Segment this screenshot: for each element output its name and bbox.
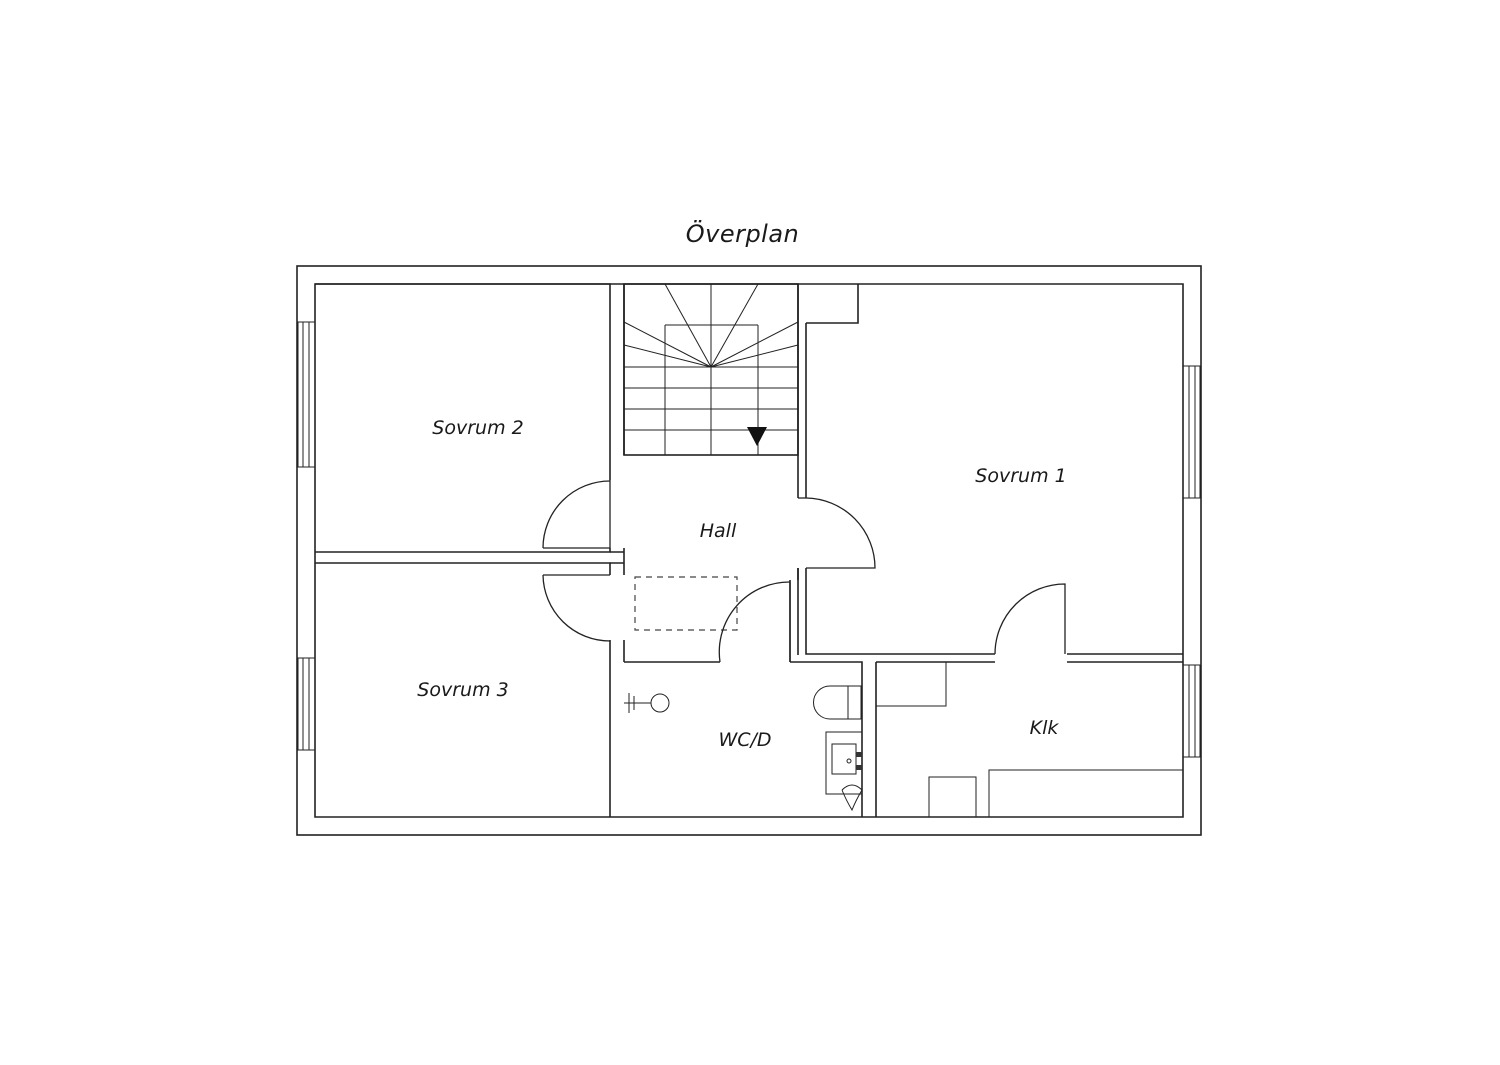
toilet bbox=[813, 685, 862, 720]
room-label-sovrum3: Sovrum 3 bbox=[417, 679, 508, 701]
window-sovrum1 bbox=[1182, 365, 1201, 499]
window-klk bbox=[1182, 664, 1201, 758]
plan-title: Överplan bbox=[685, 220, 800, 248]
room-label-klk: Klk bbox=[1030, 717, 1060, 739]
room-label-sovrum1: Sovrum 1 bbox=[975, 465, 1066, 487]
attic-hatch bbox=[634, 576, 738, 631]
room-label-hall: Hall bbox=[700, 520, 737, 542]
klk-shelf-top bbox=[876, 662, 947, 707]
wall-stub bbox=[610, 551, 624, 564]
sink bbox=[825, 731, 863, 812]
door-klk bbox=[994, 583, 1066, 655]
wall-wcd-door-jamb bbox=[789, 568, 799, 662]
door-wcd bbox=[718, 581, 791, 663]
door-sovrum2 bbox=[542, 480, 611, 549]
window-sovrum3 bbox=[297, 657, 316, 751]
staircase bbox=[623, 283, 799, 456]
klk-shelf-bottom bbox=[928, 769, 1183, 817]
wall-klk bbox=[875, 661, 1183, 817]
outer-wall-inner bbox=[314, 283, 1184, 818]
stair-direction-arrow bbox=[747, 427, 767, 446]
wall-sovrum1 bbox=[805, 284, 1183, 655]
room-label-sovrum2: Sovrum 2 bbox=[432, 417, 523, 439]
room-label-wcd: WC/D bbox=[718, 729, 771, 751]
shower bbox=[624, 693, 670, 713]
door-sovrum1 bbox=[798, 497, 876, 569]
door-sovrum3 bbox=[542, 574, 611, 642]
window-sovrum2 bbox=[297, 321, 316, 468]
outer-wall-outer bbox=[296, 265, 1202, 836]
